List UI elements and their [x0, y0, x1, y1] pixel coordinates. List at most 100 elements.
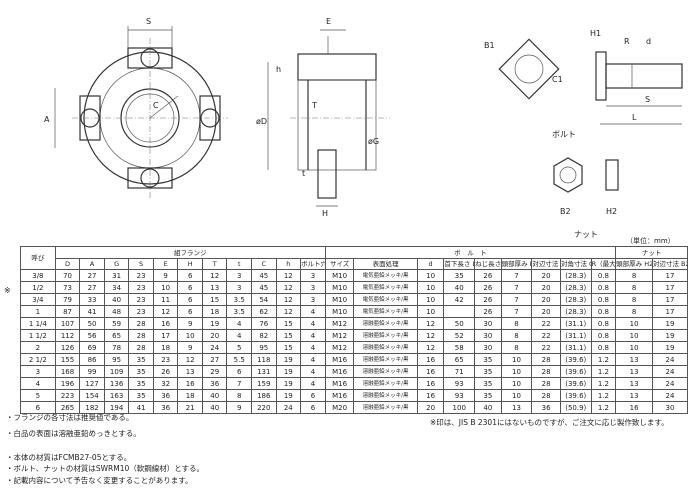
cell-t: 29 — [201, 365, 228, 378]
dim-h: h — [276, 65, 281, 74]
cell-s: 28 — [128, 317, 154, 330]
column-header: ねじ長さ S — [474, 258, 502, 270]
cell-finish: 溶融亜鉛メッキ/黒 — [353, 317, 418, 330]
cell-r: 1.2 — [590, 353, 617, 366]
cell-h2: 8 — [615, 293, 653, 306]
cell-t: 6 — [226, 365, 253, 378]
cell-e: 17 — [152, 329, 179, 342]
note-line: ・本体の材質はFCMB27-05とする。 — [6, 453, 132, 462]
cell-size: M12 — [324, 317, 355, 330]
cell-holes: 4 — [300, 377, 326, 390]
dim-bs: S — [645, 95, 650, 104]
cell-holes: 6 — [300, 389, 326, 402]
right-note: ※印は、JIS B 2301にはないものですが、ご注文に応じ製作致します。 — [430, 418, 669, 427]
cell-holes: 3 — [300, 293, 326, 306]
cell-h: 15 — [275, 329, 302, 342]
cell-c: 54 — [251, 293, 277, 306]
cell-s: 23 — [128, 293, 154, 306]
column-header: S — [128, 258, 154, 270]
cell-d: 155 — [54, 353, 81, 366]
cell-b2: 19 — [651, 341, 689, 354]
cell-h: 6 — [177, 281, 203, 294]
cell-h1: 8 — [500, 341, 533, 354]
cell-n: 1/2 — [20, 281, 56, 294]
cell-e: 32 — [152, 377, 179, 390]
cell-s: 35 — [128, 353, 154, 366]
cell-d: 16 — [416, 353, 445, 366]
cell-holes: 4 — [300, 305, 326, 318]
cell-c: 45 — [251, 281, 277, 294]
cell-h: 13 — [177, 365, 203, 378]
cell-h2: 10 — [615, 329, 653, 342]
cell-e: 18 — [152, 341, 179, 354]
cell-s: 35 — [128, 377, 154, 390]
cell-d: 196 — [54, 377, 81, 390]
cell-h2: 8 — [615, 281, 653, 294]
col-nominal: 呼び — [20, 246, 56, 270]
cell-r: 0.8 — [590, 329, 617, 342]
cell-e: 26 — [152, 365, 179, 378]
cell-g: 31 — [103, 269, 130, 282]
column-header: サイズ — [324, 258, 355, 270]
cell-r: 0.8 — [590, 293, 617, 306]
cell-b1: 22 — [531, 341, 561, 354]
cell-holes: 4 — [300, 365, 326, 378]
cell-h1: 13 — [500, 401, 533, 414]
dim-h2: H2 — [606, 207, 617, 216]
dim-r: R — [624, 37, 630, 46]
cell-ls: 40 — [474, 401, 502, 414]
cell-b2: 24 — [651, 377, 689, 390]
cell-g: 78 — [103, 341, 130, 354]
cell-h2: 10 — [615, 341, 653, 354]
cell-finish: 溶融亜鉛メッキ/黒 — [353, 365, 418, 378]
cell-h2: 13 — [615, 389, 653, 402]
cell-ls: 26 — [474, 269, 502, 282]
cell-holes: 4 — [300, 329, 326, 342]
cell-ls: 30 — [474, 329, 502, 342]
cell-b1: 20 — [531, 281, 561, 294]
cell-ls: 35 — [474, 353, 502, 366]
cell-a: 86 — [79, 353, 105, 366]
cell-e: 23 — [152, 353, 179, 366]
cell-size: M16 — [324, 365, 355, 378]
cell-g: 163 — [103, 389, 130, 402]
cell-e: 12 — [152, 305, 179, 318]
column-header: 表面処理 — [353, 258, 418, 270]
cell-b1: 20 — [531, 293, 561, 306]
dim-t-small: t — [302, 169, 305, 178]
cell-e: 11 — [152, 293, 179, 306]
column-header: d — [416, 258, 445, 270]
cell-h1: 10 — [500, 353, 533, 366]
cell-size: M10 — [324, 305, 355, 318]
dim-h1: H1 — [590, 29, 601, 38]
dim-g: øG — [368, 137, 379, 146]
cell-a: 33 — [79, 293, 105, 306]
cell-a: 27 — [79, 269, 105, 282]
cell-l: 52 — [443, 329, 476, 342]
cell-h: 9 — [177, 341, 203, 354]
cell-h1: 7 — [500, 269, 533, 282]
note-line: ・白品の表面は溶融亜鉛めっきとする。 — [6, 429, 141, 438]
cell-c: 159 — [251, 377, 277, 390]
cell-c1: (31.1) — [559, 329, 592, 342]
cell-c: 82 — [251, 329, 277, 342]
cell-holes: 4 — [300, 317, 326, 330]
cell-t: 18 — [201, 305, 228, 318]
cell-h: 19 — [275, 365, 302, 378]
cell-a: 154 — [79, 389, 105, 402]
cell-d: 112 — [54, 329, 81, 342]
cell-h2: 13 — [615, 365, 653, 378]
cell-l: 40 — [443, 281, 476, 294]
cell-b2: 17 — [651, 305, 689, 318]
cell-s: 35 — [128, 389, 154, 402]
group-nut: ナット — [615, 246, 688, 259]
cell-ls: 35 — [474, 365, 502, 378]
flange-front-view — [54, 26, 228, 198]
cell-l: 58 — [443, 341, 476, 354]
cell-b2: 24 — [651, 365, 689, 378]
